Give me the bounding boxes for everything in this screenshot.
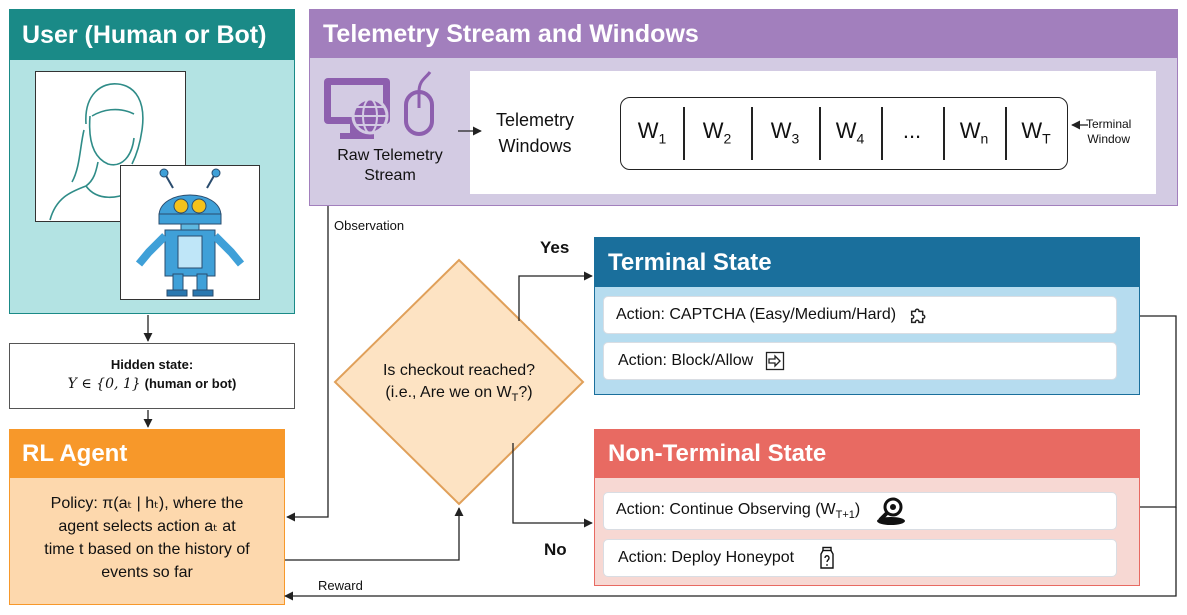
- action-continue-observing: Action: Continue Observing (WT+1): [603, 492, 1117, 530]
- arrow-box-icon: [766, 351, 785, 371]
- window-base: W: [770, 118, 792, 143]
- window-item: W2: [683, 118, 751, 146]
- raw-telemetry-line-1: Raw Telemetry: [337, 147, 443, 164]
- decision-line-2-sub: T: [511, 392, 519, 405]
- terminal-window-line-1: Terminal: [1086, 117, 1132, 131]
- reward-label: Reward: [318, 578, 363, 593]
- window-divider: [1005, 107, 1007, 160]
- arrow-agent-to-decision: [285, 507, 464, 561]
- telemetry-windows-label: Telemetry Windows: [496, 107, 574, 159]
- window-divider: [819, 107, 821, 160]
- hidden-state-box: Hidden state: Y ∈ {0, 1} (human or bot): [9, 343, 295, 409]
- telemetry-title: Telemetry Stream and Windows: [310, 10, 1177, 58]
- arrow-no-branch: [512, 443, 593, 528]
- puzzle-icon: [911, 308, 926, 324]
- terminal-state-panel: Terminal State Action: CAPTCHA (Easy/Med…: [594, 237, 1140, 395]
- nonterminal-state-title: Non-Terminal State: [595, 430, 1139, 478]
- action-captcha: Action: CAPTCHA (Easy/Medium/Hard): [603, 296, 1117, 334]
- observe-magnifier-icon: [877, 497, 906, 525]
- window-divider: [943, 107, 945, 160]
- action-continue-prefix: Action: Continue Observing (W: [616, 500, 836, 518]
- window-sub: 4: [856, 130, 865, 147]
- decision-line-2-prefix: (i.e., Are we on W: [385, 384, 512, 401]
- window-item: W4: [819, 118, 881, 146]
- window-base: W: [959, 118, 981, 143]
- window-sub: T: [1042, 130, 1051, 147]
- decision-diamond: [333, 258, 585, 506]
- arrow-yes-branch: [518, 271, 593, 321]
- raw-telemetry-line-2: Stream: [364, 167, 416, 184]
- window-base: W: [835, 118, 857, 143]
- window-sub: 1: [658, 130, 667, 147]
- window-divider: [683, 107, 685, 160]
- decision-line-2: (i.e., Are we on WT?): [332, 382, 586, 409]
- policy-line-2: agent selects action aₜ at: [58, 518, 236, 535]
- decision-text: Is checkout reached? (i.e., Are we on WT…: [332, 360, 586, 409]
- action-continue-sub: T+1: [835, 509, 855, 522]
- robot-portrait: [120, 165, 260, 300]
- rl-agent-title: RL Agent: [10, 430, 284, 478]
- action-honeypot-label: Action: Deploy Honeypot: [618, 549, 795, 566]
- policy-line-1: Policy: π(aₜ | hₜ), where the: [50, 495, 244, 512]
- arrow-reward: [284, 507, 1177, 601]
- yes-label: Yes: [540, 238, 570, 257]
- decision-line-2-suffix: ?): [518, 384, 533, 401]
- window-sub: 2: [723, 130, 732, 147]
- action-block-allow-label: Action: Block/Allow: [618, 352, 754, 369]
- decision-line-1: Is checkout reached?: [382, 362, 536, 379]
- window-sub: n: [980, 130, 989, 147]
- window-item: ...: [881, 118, 943, 146]
- window-divider: [751, 107, 753, 160]
- human-icon: [49, 83, 169, 221]
- action-deploy-honeypot: Action: Deploy Honeypot: [603, 539, 1117, 577]
- telemetry-panel: Telemetry Stream and Windows Raw Telemet…: [309, 9, 1178, 206]
- action-continue-suffix: ): [854, 500, 861, 518]
- nonterminal-state-panel: Non-Terminal State Action: Continue Obse…: [594, 429, 1140, 586]
- no-label: No: [544, 540, 567, 559]
- telemetry-window-area: Telemetry Windows W1 W2 W3 W4 ...: [470, 71, 1156, 194]
- user-panel-title: User (Human or Bot): [10, 10, 294, 60]
- window-item-terminal: WT: [1005, 118, 1067, 146]
- window-item: Wn: [943, 118, 1005, 146]
- window-divider: [881, 107, 883, 160]
- terminal-window-line-2: Window: [1087, 132, 1131, 146]
- policy-line-4: events so far: [101, 564, 193, 581]
- window-item: W3: [751, 118, 819, 146]
- windows-sequence: W1 W2 W3 W4 ... Wn WT: [620, 97, 1068, 170]
- action-captcha-label: Action: CAPTCHA (Easy/Medium/Hard): [616, 306, 897, 323]
- terminal-state-title: Terminal State: [595, 238, 1139, 287]
- user-panel: User (Human or Bot): [9, 9, 295, 314]
- raw-telemetry-label: Raw Telemetry Stream: [315, 146, 465, 186]
- raw-telemetry-icon: [324, 71, 434, 139]
- hidden-state-suffix: (human or bot): [144, 376, 237, 391]
- window-base: ...: [902, 118, 922, 143]
- window-base: W: [1021, 118, 1043, 143]
- rl-agent-panel: RL Agent Policy: π(aₜ | hₜ), where the a…: [9, 429, 285, 605]
- telemetry-windows-line-1: Telemetry: [496, 110, 575, 130]
- hidden-state-formula: Y ∈ {0, 1}: [67, 376, 141, 392]
- line-states-join: [1140, 315, 1177, 508]
- policy-line-3: time t based on the history of: [44, 541, 250, 558]
- robot-icon: [135, 168, 245, 297]
- hidden-state-label: Hidden state:: [110, 357, 194, 372]
- terminal-window-label: Terminal Window: [1086, 117, 1131, 147]
- hidden-state-value: Y ∈ {0, 1} (human or bot): [10, 375, 294, 392]
- action-block-allow: Action: Block/Allow: [603, 342, 1117, 380]
- action-continue-label: Action: Continue Observing (WT+1): [616, 501, 860, 521]
- window-base: W: [702, 118, 724, 143]
- window-item: W1: [621, 118, 683, 146]
- observation-label: Observation: [334, 218, 405, 233]
- arrow-observation: [286, 206, 329, 522]
- honeypot-icon: [820, 546, 834, 569]
- window-base: W: [637, 118, 659, 143]
- rl-agent-policy: Policy: π(aₜ | hₜ), where the agent sele…: [10, 492, 284, 584]
- window-sub: 3: [791, 130, 800, 147]
- telemetry-windows-line-2: Windows: [498, 136, 572, 156]
